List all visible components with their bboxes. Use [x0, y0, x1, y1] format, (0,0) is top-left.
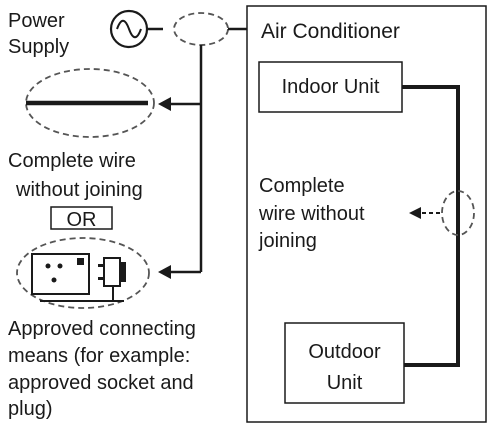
- indoor-unit-box: [258, 61, 403, 113]
- or-label: OR: [67, 209, 97, 231]
- arrow-to-socket: [158, 265, 201, 279]
- approved-label-line2: means (for example:: [8, 345, 190, 367]
- outdoor-unit-box: [284, 322, 405, 404]
- junction-oval-top: [173, 12, 229, 46]
- approved-label-line3: approved socket and: [8, 372, 194, 394]
- socket-icon: [31, 253, 90, 295]
- inner-wire-label-line3: joining: [258, 230, 317, 252]
- socket-plug-symbol: [16, 237, 150, 309]
- power-supply-label-line2: Supply: [8, 36, 69, 58]
- arrow-to-interconnect: [409, 207, 440, 219]
- socket-dashed-oval: [16, 237, 150, 309]
- power-supply-label-line1: Power: [8, 10, 65, 32]
- air-conditioner: Air Conditioner Indoor Unit Outdoor Unit…: [246, 5, 487, 423]
- wire-dashed-oval: [25, 68, 155, 138]
- outdoor-unit-label-line1: Outdoor: [308, 341, 381, 363]
- approved-label-line1: Approved connecting: [8, 318, 196, 340]
- left-wire-label-line2: without joining: [15, 179, 143, 201]
- left-wire-label-line1: Complete wire: [8, 150, 136, 172]
- plug-icon: [98, 257, 126, 300]
- outdoor-unit-label-line2: Unit: [327, 372, 363, 394]
- approved-label-line4: plug): [8, 398, 52, 420]
- interconnect-cable: [402, 85, 460, 367]
- or-box: [50, 206, 113, 230]
- ac-source-icon: [109, 9, 149, 49]
- air-conditioner-title: Air Conditioner: [261, 20, 400, 43]
- power-supply: Power Supply: [8, 9, 163, 58]
- interconnect-dashed-oval: [441, 190, 475, 236]
- arrow-to-wire: [158, 97, 201, 111]
- inner-wire-label-line2: wire without: [258, 203, 365, 225]
- indoor-unit-label: Indoor Unit: [282, 76, 380, 98]
- complete-wire-symbol: [25, 68, 155, 138]
- inner-wire-label-line1: Complete: [259, 175, 345, 197]
